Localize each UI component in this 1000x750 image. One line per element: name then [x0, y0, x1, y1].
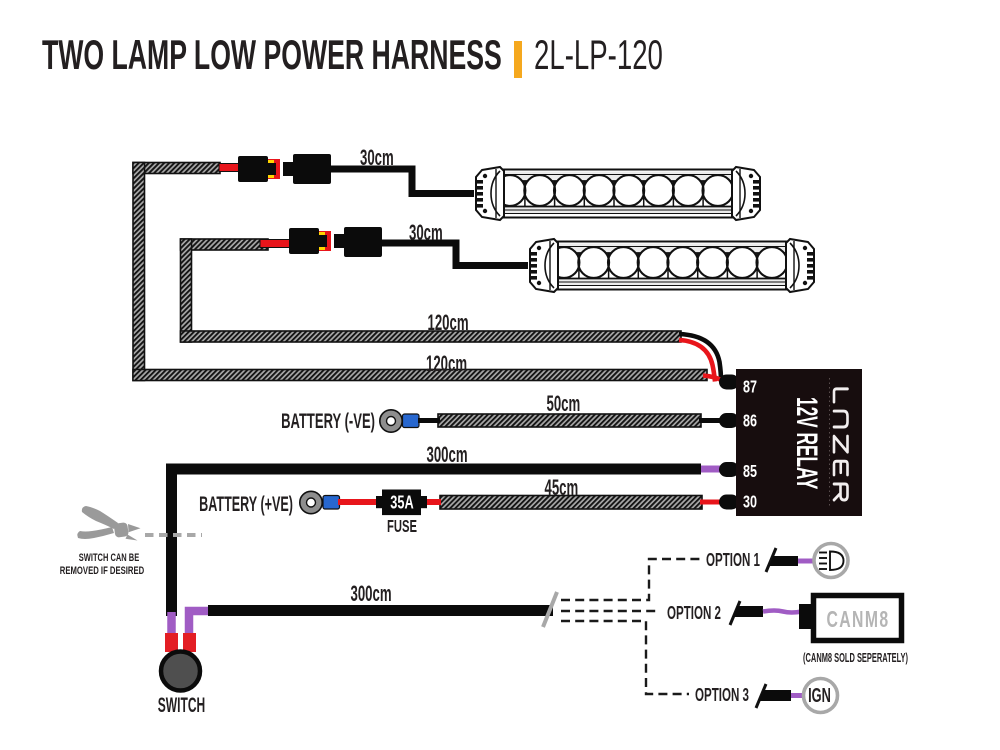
svg-text:120cm: 120cm: [426, 352, 467, 376]
svg-text:CANM8: CANM8: [827, 607, 890, 633]
svg-text:120cm: 120cm: [428, 311, 469, 335]
svg-text:30cm: 30cm: [360, 146, 394, 170]
svg-text:45cm: 45cm: [545, 476, 579, 500]
svg-text:SWITCH CAN BE: SWITCH CAN BE: [79, 552, 140, 565]
svg-text:300cm: 300cm: [351, 582, 392, 606]
svg-text:OPTION 3: OPTION 3: [695, 685, 749, 705]
svg-text:87: 87: [743, 377, 757, 397]
svg-text:12V RELAY: 12V RELAY: [790, 397, 823, 489]
svg-text:OPTION 2: OPTION 2: [667, 603, 721, 623]
svg-text:35A: 35A: [390, 493, 414, 513]
svg-text:(CANM8 SOLD SEPERATELY): (CANM8 SOLD SEPERATELY): [803, 651, 908, 666]
svg-text:REMOVED IF DESIRED: REMOVED IF DESIRED: [60, 565, 144, 578]
svg-text:50cm: 50cm: [547, 392, 581, 416]
svg-text:BATTERY (+VE): BATTERY (+VE): [199, 491, 293, 515]
svg-text:TWO LAMP LOW POWER HARNESS: TWO LAMP LOW POWER HARNESS: [42, 32, 502, 78]
svg-text:2L-LP-120: 2L-LP-120: [534, 33, 663, 79]
svg-text:30cm: 30cm: [409, 221, 443, 245]
svg-text:85: 85: [743, 462, 757, 482]
svg-text:30: 30: [743, 492, 757, 512]
svg-text:FUSE: FUSE: [387, 516, 417, 536]
svg-text:IGN: IGN: [808, 684, 831, 707]
svg-text:300cm: 300cm: [427, 443, 468, 467]
svg-text:86: 86: [743, 411, 757, 431]
svg-text:BATTERY (-VE): BATTERY (-VE): [281, 409, 375, 433]
svg-text:OPTION 1: OPTION 1: [706, 550, 760, 570]
svg-text:SWITCH: SWITCH: [158, 694, 205, 717]
